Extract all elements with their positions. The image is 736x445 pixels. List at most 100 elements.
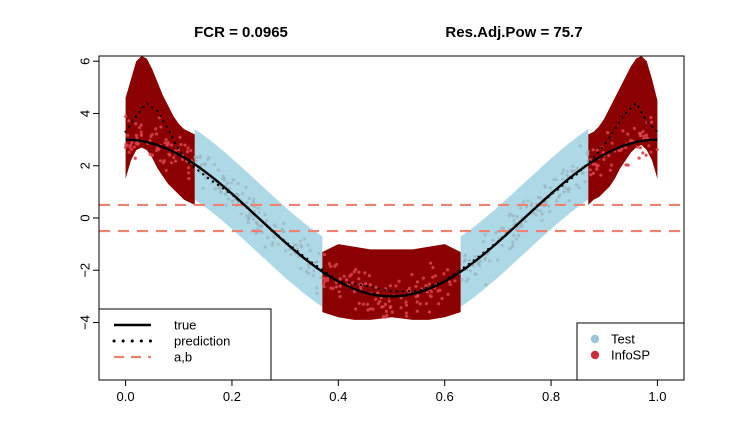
legend-label-1: prediction (174, 334, 230, 349)
infosp-point (178, 135, 182, 139)
infosp-point (139, 123, 143, 127)
test-point (252, 197, 256, 201)
test-point (229, 181, 233, 185)
test-point (263, 213, 267, 217)
infosp-point (179, 143, 183, 147)
infosp-point (323, 279, 327, 283)
test-point (532, 211, 536, 215)
title-power: Res.Adj.Pow = 75.7 (445, 24, 582, 41)
test-point (207, 156, 211, 160)
test-point (574, 183, 579, 187)
infosp-point (588, 168, 592, 172)
infosp-point (329, 264, 333, 269)
test-point (481, 239, 486, 244)
infosp-point (647, 144, 651, 148)
test-point (307, 271, 311, 275)
test-point (299, 266, 303, 271)
infosp-point (321, 282, 325, 286)
test-point (260, 224, 264, 228)
test-point (312, 269, 316, 273)
infosp-point (605, 131, 610, 135)
infosp-point (607, 153, 611, 158)
test-point (307, 266, 311, 270)
infosp-point (165, 143, 169, 147)
test-point (460, 278, 464, 282)
infosp-point (169, 143, 174, 147)
chart-title: FCR = 0.0965 Res.Adj.Pow = 75.7 (194, 24, 582, 41)
infosp-point (374, 285, 378, 289)
test-point (464, 279, 469, 283)
test-point (511, 240, 515, 244)
infosp-point (124, 142, 128, 147)
x-tick-label: 0.2 (223, 389, 241, 404)
infosp-point (383, 315, 387, 319)
test-point (500, 243, 504, 248)
test-point (216, 168, 221, 172)
infosp-point (599, 173, 603, 177)
test-point (583, 180, 587, 184)
test-point (483, 233, 487, 237)
infosp-point (429, 295, 433, 299)
infosp-point (404, 314, 409, 318)
infosp-point (387, 299, 391, 303)
infosp-point (342, 274, 346, 278)
test-point (512, 218, 516, 222)
infosp-point (415, 280, 420, 284)
legend-label-right-0: Test (611, 332, 635, 347)
test-point (265, 219, 269, 223)
infosp-point (638, 146, 642, 150)
infosp-point (359, 285, 363, 289)
test-point (519, 206, 523, 210)
infosp-point (591, 171, 595, 176)
infosp-point (626, 163, 630, 167)
infosp-point (363, 271, 367, 275)
infosp-point (649, 120, 654, 124)
test-point (239, 212, 243, 216)
infosp-point (354, 307, 358, 311)
infosp-point (626, 132, 630, 136)
test-point (585, 152, 589, 156)
test-point (203, 162, 207, 167)
infosp-point (374, 297, 378, 301)
test-point (295, 247, 299, 251)
test-point (520, 224, 524, 228)
infosp-point (431, 265, 435, 270)
test-point (463, 258, 468, 262)
test-point (562, 190, 566, 194)
infosp-point (445, 268, 450, 272)
test-point (276, 242, 280, 247)
infosp-point (416, 293, 420, 298)
test-point (560, 171, 564, 176)
y-tick-label: 4 (78, 110, 93, 117)
infosp-point (388, 284, 392, 288)
infosp-point (591, 148, 595, 152)
infosp-point (327, 262, 332, 266)
infosp-point (415, 300, 419, 304)
test-point (567, 186, 571, 191)
legend-marker-0 (590, 334, 600, 344)
test-point (476, 262, 480, 266)
test-point (231, 178, 236, 182)
test-point (251, 200, 256, 204)
infosp-point (164, 138, 168, 142)
test-point (471, 264, 475, 268)
infosp-point (166, 141, 170, 145)
infosp-point (390, 310, 394, 314)
x-tick-label: 0.0 (117, 389, 135, 404)
test-point (270, 243, 274, 247)
test-point (233, 198, 237, 202)
infosp-point (162, 159, 166, 163)
y-tick-label: 2 (78, 162, 93, 169)
infosp-point (609, 163, 614, 167)
infosp-point (418, 302, 422, 306)
infosp-point (595, 164, 599, 168)
test-point (284, 249, 288, 253)
infosp-point (376, 291, 380, 295)
test-point (484, 283, 488, 287)
infosp-point (639, 133, 643, 138)
test-point (511, 214, 515, 218)
infosp-point (371, 307, 375, 311)
test-point (213, 187, 217, 191)
